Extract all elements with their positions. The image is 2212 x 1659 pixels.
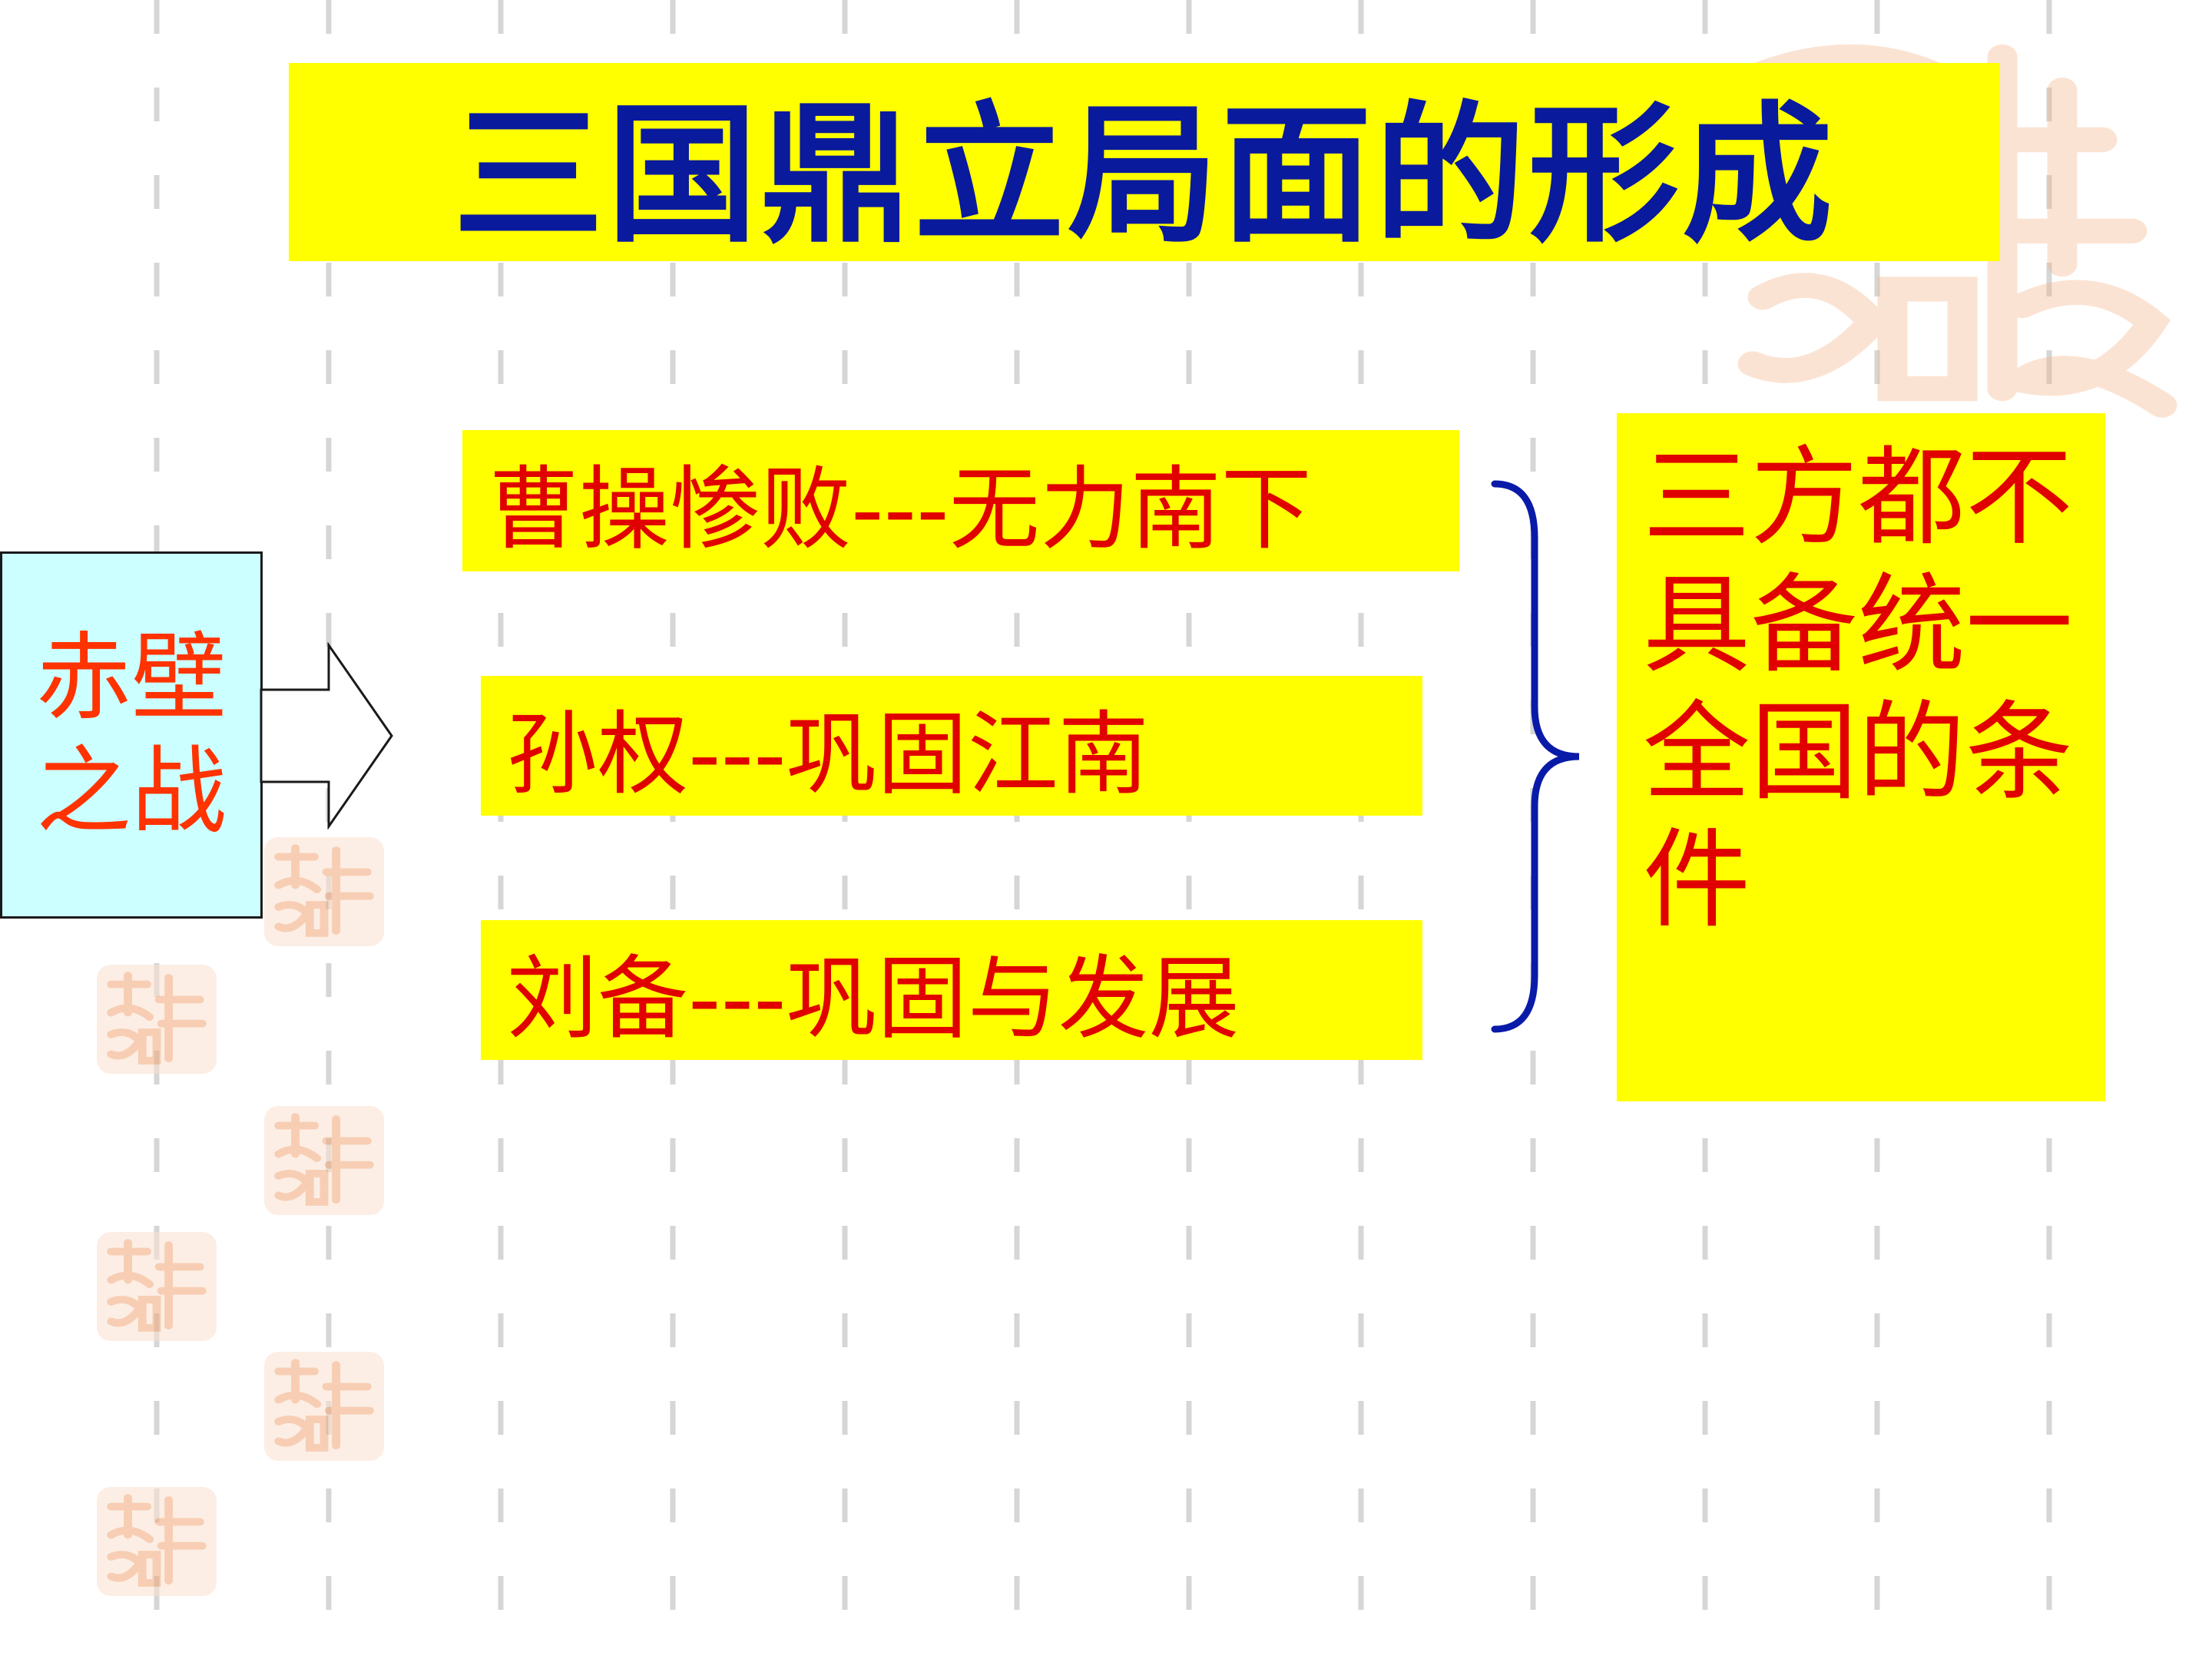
seal-stamp-icon xyxy=(264,837,384,946)
right-arrow-icon xyxy=(260,642,393,830)
seal-stamp-icon xyxy=(97,1232,217,1341)
result-label: 孙权---巩固江南 xyxy=(507,700,1149,807)
curly-brace-icon xyxy=(1491,480,1580,1033)
conclusion-box: 三方都不具备统一全国的条件 xyxy=(1617,413,2105,1101)
seal-stamp-icon xyxy=(97,965,217,1074)
result-box-liu-bei: 刘备---巩固与发展 xyxy=(481,920,1422,1060)
result-box-sun-quan: 孙权---巩固江南 xyxy=(481,676,1422,816)
result-box-cao-cao: 曹操惨败---无力南下 xyxy=(462,430,1459,571)
seal-stamp-icon xyxy=(264,1352,384,1461)
seal-stamp-icon xyxy=(264,1106,384,1215)
cause-box: 赤壁之战 xyxy=(0,551,263,919)
title-banner: 三国鼎立局面的形成 xyxy=(289,63,2000,263)
slide-title: 三国鼎立局面的形成 xyxy=(452,88,1836,263)
result-label: 曹操惨败---无力南下 xyxy=(488,455,1312,562)
cause-label: 赤壁之战 xyxy=(35,623,227,847)
result-label: 刘备---巩固与发展 xyxy=(507,945,1240,1051)
conclusion-label: 三方都不具备统一全国的条件 xyxy=(1643,435,2074,943)
seal-stamp-icon xyxy=(97,1487,217,1596)
